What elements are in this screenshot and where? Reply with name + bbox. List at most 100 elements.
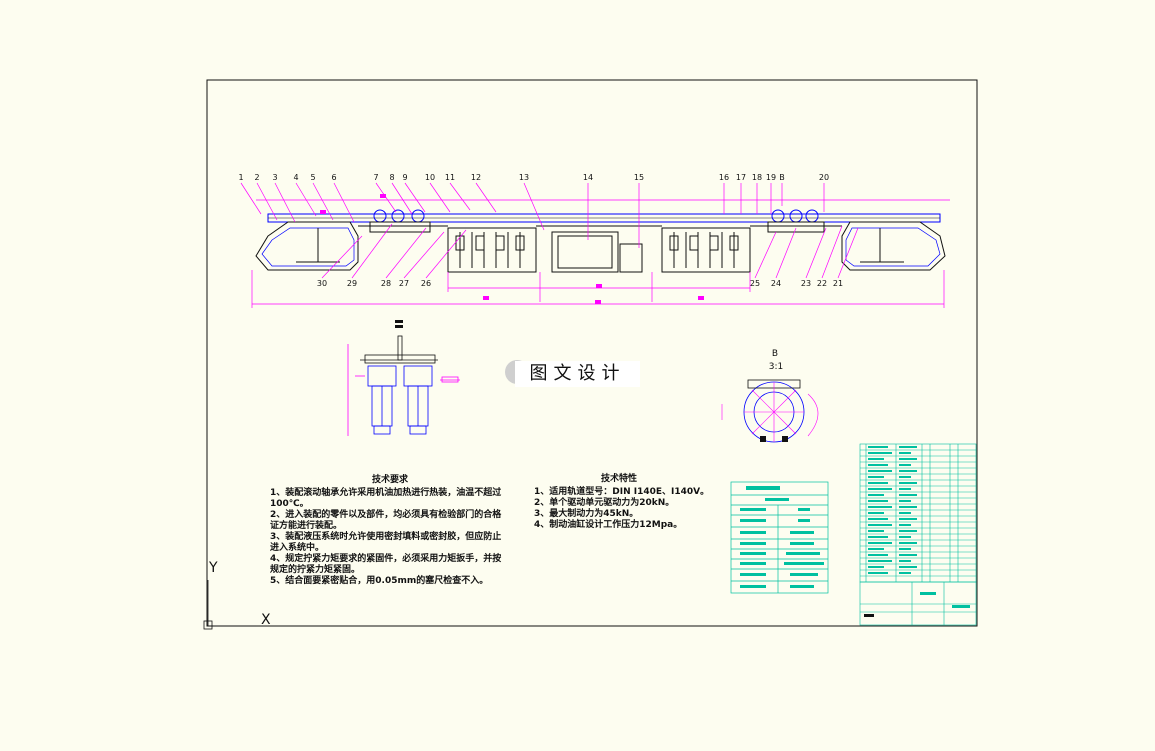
balloon-label: 19 <box>766 173 776 182</box>
parts-row-text <box>899 566 917 568</box>
leader-line <box>333 182 355 223</box>
parts-row-text <box>868 560 892 562</box>
leader-line <box>391 182 413 215</box>
characteristic-line: 3、最大制动力为45kN。 <box>534 509 639 519</box>
parts-row-text <box>868 518 888 520</box>
parts-row-text <box>868 458 884 460</box>
balloon-label: 8 <box>389 173 394 182</box>
balloon-label: 20 <box>819 173 829 182</box>
balloon-label: 2 <box>254 173 259 182</box>
characteristic-line: 2、单个驱动单元驱动力为20kN。 <box>534 498 675 508</box>
leader-line <box>754 231 777 279</box>
drawing-frame <box>206 79 978 627</box>
parts-row-text <box>868 542 892 544</box>
parts-list-table <box>859 443 977 583</box>
parts-row-text <box>899 524 911 526</box>
parts-row-text <box>868 530 884 532</box>
parts-row-text <box>868 566 884 568</box>
balloon-label: 1 <box>238 173 243 182</box>
balloon-leaders <box>240 182 859 279</box>
leader-line <box>775 227 797 279</box>
parts-row-text <box>868 524 892 526</box>
detail-b-scale: 3:1 <box>769 362 783 372</box>
leader-line <box>429 182 451 213</box>
detail-b-view <box>721 379 819 443</box>
characteristics-title: 技术特性 <box>600 474 637 484</box>
balloon-label: 12 <box>471 173 481 182</box>
parts-row-text <box>868 548 884 550</box>
requirements-title: 技术要求 <box>371 475 408 485</box>
balloon-label: 7 <box>373 173 378 182</box>
leader-line <box>351 223 393 279</box>
leader-line <box>321 235 363 279</box>
leader-line <box>404 182 426 213</box>
parts-row-text <box>899 572 911 574</box>
leader-line <box>312 182 334 221</box>
parts-row-text <box>868 536 888 538</box>
balloon-label: 17 <box>736 173 746 182</box>
characteristic-line: 4、制动油缸设计工作压力12Mpa。 <box>534 520 683 530</box>
parts-row-text <box>868 488 892 490</box>
leader-line <box>475 182 497 213</box>
parts-row-text <box>868 512 884 514</box>
parts-row-text <box>899 554 917 556</box>
leader-line <box>274 182 296 223</box>
parts-row-text <box>868 476 884 478</box>
balloon-label: 15 <box>634 173 644 182</box>
balloon-label: 4 <box>293 173 298 182</box>
leader-line <box>240 182 262 215</box>
parts-row-text <box>899 530 917 532</box>
requirement-line: 100℃。 <box>270 499 309 509</box>
leader-line <box>403 231 445 279</box>
balloon-label: 29 <box>347 279 357 288</box>
parts-row-text <box>899 458 917 460</box>
balloon-label: 3 <box>272 173 277 182</box>
leader-line <box>295 182 317 217</box>
balloon-label: 27 <box>399 279 409 288</box>
parts-row-text <box>899 548 911 550</box>
leader-line <box>375 182 397 213</box>
parts-row-text <box>868 506 892 508</box>
requirement-line: 3、装配液压系统时允许使用密封填料或密封胶，但应防止 <box>270 532 502 542</box>
parts-row-text <box>899 482 917 484</box>
leader-line <box>425 229 467 279</box>
leader-line <box>805 227 827 279</box>
requirement-line: 进入系统中。 <box>270 543 325 553</box>
balloon-label: 25 <box>750 279 760 288</box>
parts-row-text <box>868 470 892 472</box>
technical-characteristics: 技术特性 1、适用轨道型号：DIN I140E、I140V。2、单个驱动单元驱动… <box>534 474 710 531</box>
parts-row-text <box>899 494 917 496</box>
parts-row-text <box>868 464 888 466</box>
leader-line <box>256 182 278 221</box>
parts-row-text <box>899 452 911 454</box>
requirement-line: 4、规定拧紧力矩要求的紧固件，必须采用力矩扳手，并按 <box>270 554 502 564</box>
characteristics-lines: 1、适用轨道型号：DIN I140E、I140V。2、单个驱动单元驱动力为20k… <box>534 487 710 531</box>
leader-line <box>449 182 471 211</box>
axis-x-label: X <box>261 612 271 628</box>
parts-row-text <box>899 512 911 514</box>
parts-row-text <box>868 446 888 448</box>
parts-row-text <box>868 572 888 574</box>
parts-row-text <box>868 452 892 454</box>
balloon-label: 24 <box>771 279 781 288</box>
parts-row-text <box>899 476 911 478</box>
parameter-table <box>730 481 829 594</box>
balloon-label: 13 <box>519 173 529 182</box>
parts-row-text <box>899 536 911 538</box>
ucs-axis-icon <box>203 580 256 630</box>
parts-row-text <box>899 446 917 448</box>
parts-row-text <box>868 482 888 484</box>
watermark-text: 图文设计 <box>515 361 640 387</box>
parts-row-text <box>899 518 917 520</box>
requirement-line: 1、装配滚动轴承允许采用机油加热进行热装，油温不超过 <box>270 488 502 498</box>
balloon-label: B <box>779 173 785 182</box>
requirement-line: 5、结合面要紧密贴合，用0.05mm的塞尺检查不入。 <box>270 576 489 586</box>
characteristic-line: 1、适用轨道型号：DIN I140E、I140V。 <box>534 487 710 497</box>
balloon-label: 26 <box>421 279 431 288</box>
parts-row-text <box>868 500 888 502</box>
parts-row-text <box>899 470 917 472</box>
balloon-label: 5 <box>310 173 315 182</box>
